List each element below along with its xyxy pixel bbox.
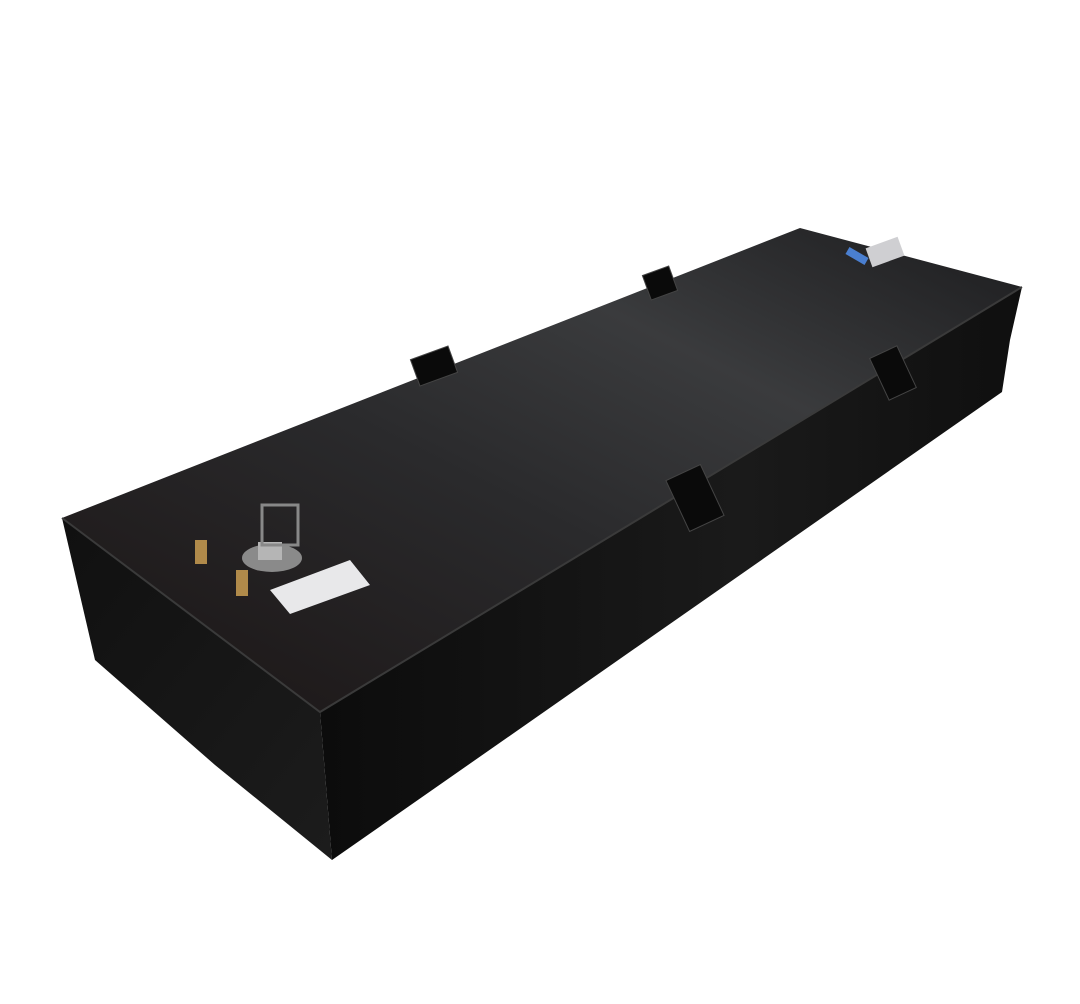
product-label bbox=[270, 560, 370, 614]
brass-fitting bbox=[195, 540, 248, 596]
tank-end-face bbox=[62, 518, 332, 860]
tank-top-edge bbox=[61, 286, 1023, 714]
fuel-sender-fitting bbox=[242, 503, 302, 572]
tank-side-face bbox=[320, 287, 1022, 860]
mounting-bracket bbox=[409, 265, 917, 533]
fuel-tank bbox=[61, 228, 1023, 860]
vent-fitting bbox=[845, 236, 905, 268]
